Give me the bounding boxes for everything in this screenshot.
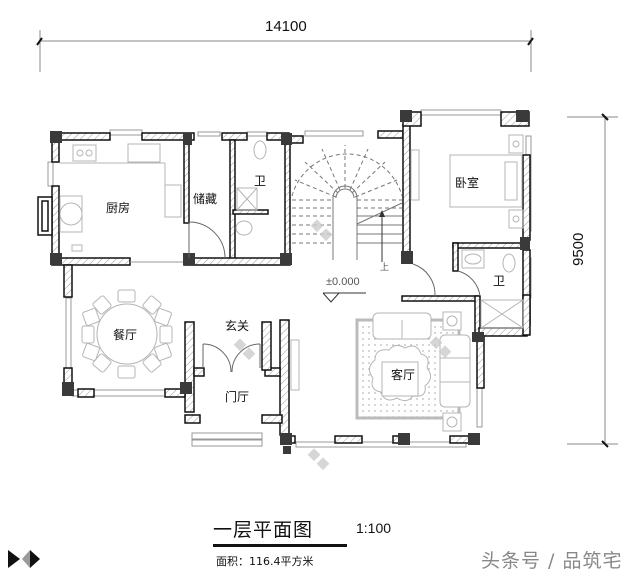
door-swings	[130, 221, 481, 373]
walls	[37, 111, 531, 444]
stair-up-label: 上	[380, 263, 390, 273]
living-furniture	[290, 311, 471, 432]
dimension-width	[36, 30, 534, 72]
room-label-bath-1: 卫	[254, 174, 267, 188]
room-label-dining: 餐厅	[113, 328, 138, 342]
dimension-height-label: 9500	[570, 232, 587, 266]
dining-furniture	[81, 289, 173, 379]
drawing-scale: 1:100	[356, 520, 392, 536]
brand-logo-icon	[8, 550, 40, 568]
dimension-height	[567, 113, 618, 448]
title-underline	[213, 544, 347, 547]
elevation-label: ±0.000	[326, 276, 360, 288]
bedroom-furniture	[410, 134, 524, 229]
watermark-logo	[233, 219, 452, 471]
dimension-width-label: 14100	[265, 18, 307, 35]
watermark-text: 头条号 / 品筑宅	[481, 550, 623, 572]
room-label-kitchen: 厨房	[106, 201, 131, 215]
bathroom-fixtures	[235, 140, 524, 329]
structural-columns	[50, 110, 530, 454]
room-label-foyer: 玄关	[225, 319, 250, 333]
room-label-living: 客厅	[391, 368, 416, 382]
spiral-staircase	[291, 145, 403, 262]
elevation-marker	[322, 292, 366, 303]
kitchen-fixtures	[59, 143, 182, 252]
room-label-entry-hall: 门厅	[225, 390, 250, 404]
drawing-title: 一层平面图	[213, 519, 314, 541]
room-label-bedroom: 卧室	[455, 176, 480, 190]
area-label: 面积：116.4平方米	[216, 555, 314, 568]
room-label-bath-2: 卫	[493, 274, 506, 288]
room-label-storage: 储藏	[193, 192, 218, 206]
